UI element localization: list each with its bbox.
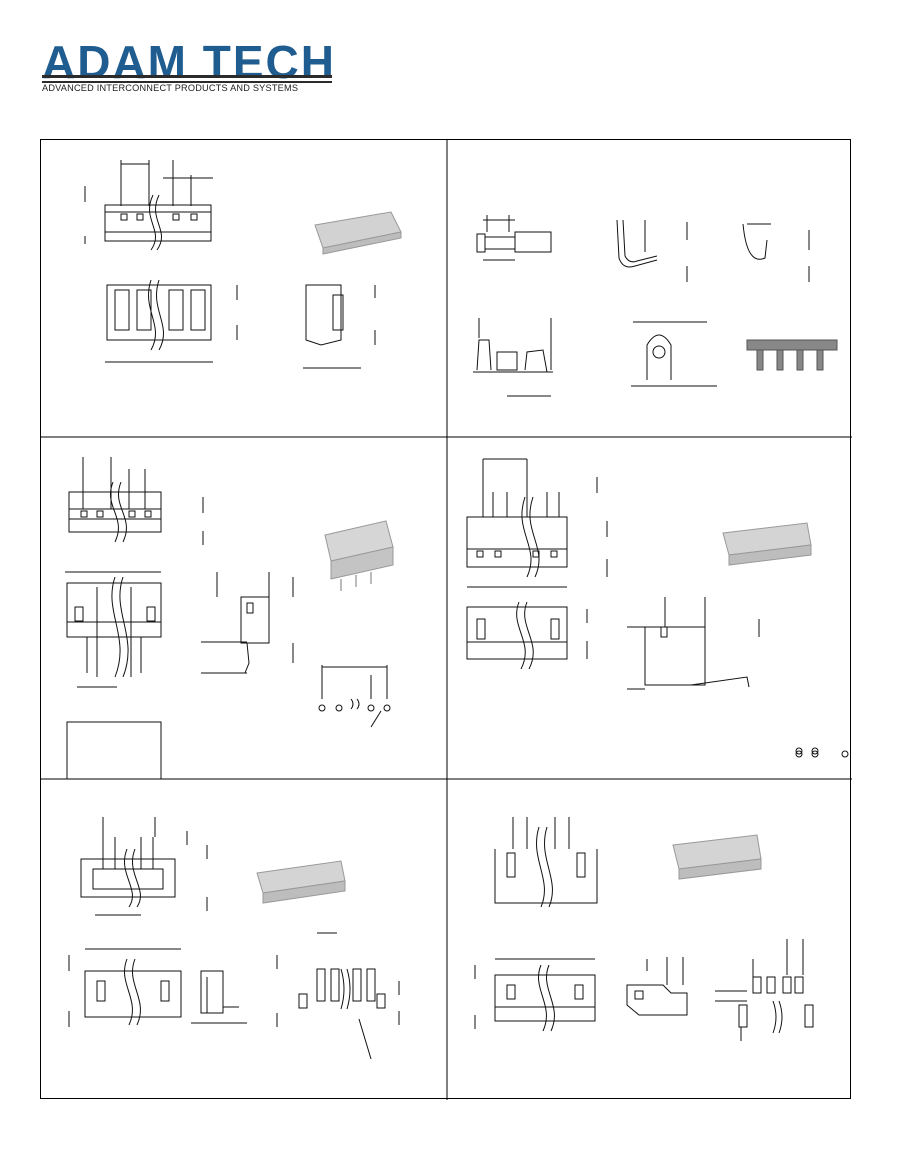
ra-drawings [466, 458, 849, 758]
terminal-side-view [476, 215, 552, 261]
frame-grid [41, 140, 852, 1100]
ra-top-view [466, 458, 608, 578]
adam-tech-logo: ADAM TECH [42, 36, 336, 88]
panel-crimp-terminal [447, 140, 852, 437]
smt-side-view [191, 970, 247, 1024]
ra-photo [722, 522, 812, 566]
header-photo [324, 520, 394, 591]
smtra-front-view [474, 958, 596, 1032]
panel-smt-vertical-header [41, 779, 447, 1100]
terminal-crimp-small [742, 223, 810, 282]
housing-side-view [303, 284, 376, 369]
smtra-side-view [626, 957, 688, 1016]
panel-right-angle-header [447, 437, 852, 779]
smtra-top-view [494, 817, 598, 908]
terminal-end-view [631, 321, 717, 387]
ra-pcb-detail [447, 437, 852, 779]
housing-photo [314, 211, 402, 255]
smt-land-pattern [276, 932, 400, 1060]
header-top-view [68, 457, 204, 545]
pcb-layout [318, 665, 391, 728]
housing-top-view [84, 160, 213, 251]
drawing-frame [40, 139, 852, 1100]
ra-front-view [466, 586, 588, 670]
smtra-land-pattern [715, 939, 814, 1041]
terminal-crimp-u [616, 219, 688, 282]
header-front-and-side [65, 571, 391, 728]
panel-crimp-housing [41, 140, 447, 437]
smtra-photo [672, 834, 762, 880]
terminal-reel-photo [746, 339, 838, 371]
smt-photo [256, 860, 346, 904]
panel-straight-header [41, 437, 447, 779]
brand-tagline: ADVANCED INTERCONNECT PRODUCTS AND SYSTE… [42, 83, 299, 93]
svg-text:ADAM TECH: ADAM TECH [42, 36, 336, 88]
smt-top-view [80, 817, 208, 916]
header-front-view [66, 721, 162, 779]
housing-front-view [105, 279, 238, 363]
panel-smt-right-angle-header [447, 779, 852, 1100]
ra-hole-row [795, 747, 819, 755]
terminal-profile [473, 318, 553, 397]
ra-pcb-layout [795, 750, 849, 758]
smt-front-view [68, 948, 182, 1027]
ra-side-view [627, 597, 760, 690]
ra-pcb-pattern [795, 747, 819, 755]
